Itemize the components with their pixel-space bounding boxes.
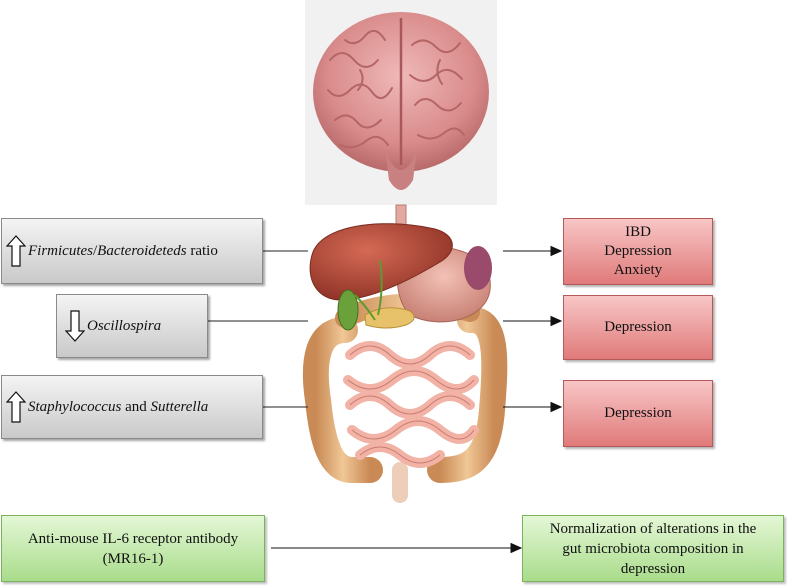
down-arrow-icon (65, 310, 85, 342)
up-arrow-icon (6, 391, 26, 423)
brain-illustration (305, 0, 497, 205)
factor-label-firmicutes: Firmicutes/Bacteroideteds ratio (28, 242, 218, 259)
outcome-box-1: IBD Depression Anxiety (563, 218, 713, 285)
intervention-arrow (271, 542, 523, 554)
outcome-arrows (503, 245, 563, 413)
intervention-line-1: Anti-mouse IL-6 receptor antibody (27, 530, 239, 547)
result-line-1: Normalization of alterations in the (549, 520, 757, 537)
outcome-ibd: IBD (625, 224, 651, 240)
factor-box-firmicutes: Firmicutes/Bacteroideteds ratio (1, 218, 263, 284)
outcome-depression: Depression (604, 319, 672, 335)
digestive-system-illustration (302, 223, 508, 503)
result-line-3: depression (620, 560, 686, 577)
outcome-box-2: Depression (563, 295, 713, 360)
factor-label-oscillospira: Oscillospira (87, 317, 162, 334)
result-box: Normalization of alterations in the gut … (522, 515, 784, 582)
intervention-box: Anti-mouse IL-6 receptor antibody (MR16-… (1, 515, 265, 582)
factor-label-staphylococcus: Staphylococcus and Sutterella (28, 398, 209, 415)
result-line-2: gut microbiota composition in (562, 540, 744, 557)
outcome-depression: Depression (604, 405, 672, 421)
factor-box-staphylococcus: Staphylococcus and Sutterella (1, 375, 263, 439)
factor-box-oscillospira: Oscillospira (56, 294, 208, 358)
outcome-anxiety: Anxiety (613, 262, 663, 278)
intervention-line-2: (MR16-1) (102, 550, 164, 567)
outcome-box-3: Depression (563, 380, 713, 447)
outcome-depression: Depression (604, 243, 672, 259)
up-arrow-icon (6, 235, 26, 267)
